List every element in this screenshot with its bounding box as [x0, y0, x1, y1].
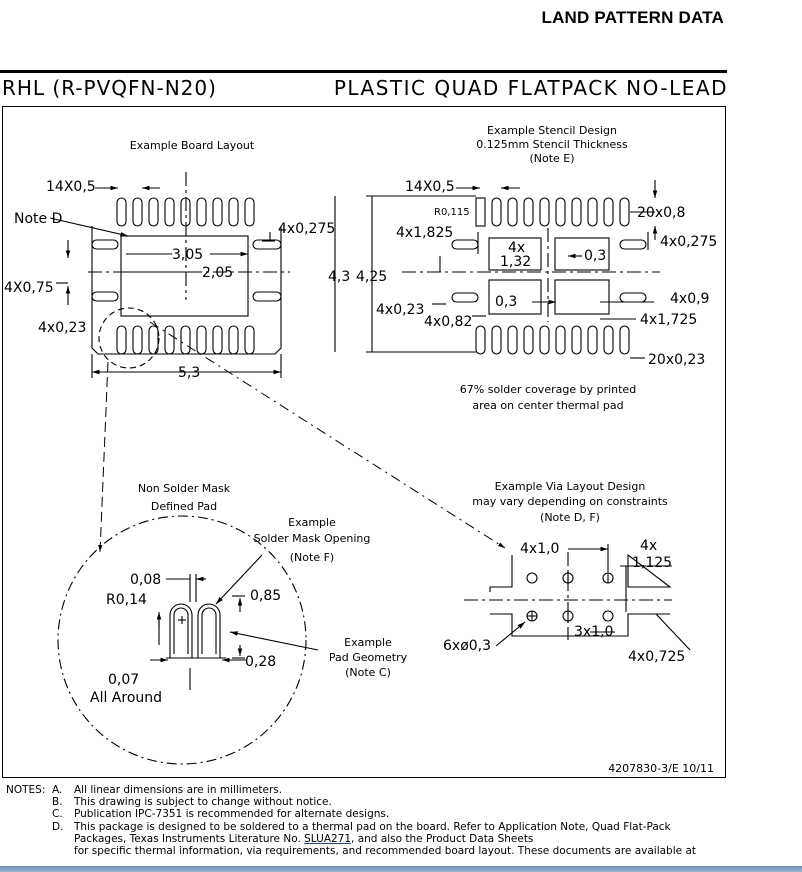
stencil-dim-pitch: 14X0,5 [405, 179, 455, 195]
via-pitch-y: 3x1,0 [574, 624, 613, 640]
via-title-line1: Example Via Layout Design [495, 480, 646, 493]
nsmd-pad-w: 0,28 [245, 654, 276, 670]
board-note-d: Note D [14, 211, 62, 227]
stencil-dim-blk1-b: 1,32 [500, 254, 531, 270]
stencil-dim-side-w: 4x0,275 [660, 234, 717, 250]
stencil-dim-blk-w: 4x0,9 [670, 291, 709, 307]
nsmd-mask-line3: (Note F) [290, 551, 334, 564]
via-pitch-x: 4x1,0 [520, 541, 559, 557]
notes-block: NOTES: A. All linear dimensions are in m… [6, 784, 696, 857]
note-row-c: C. Publication IPC-7351 is recommended f… [6, 808, 696, 820]
board-dim-pad-w: 4X0,75 [4, 280, 54, 296]
nsmd-mask-line1: Example [288, 516, 336, 529]
nsmd-geom-line2: Pad Geometry [329, 651, 408, 664]
stencil-dim-gap-b: 0,3 [495, 294, 517, 310]
nsmd-len: 0,85 [250, 588, 281, 604]
note-text: This drawing is subject to change withou… [74, 796, 332, 809]
nsmd-mask-line2: Solder Mask Opening [254, 532, 371, 545]
via-title-line2: may vary depending on constraints [472, 495, 668, 508]
stencil-title: Example Stencil Design [487, 124, 617, 137]
board-dim-pitch: 14X0,5 [46, 179, 96, 195]
note-d-line2-post: , and also the Product Data Sheets [351, 832, 534, 845]
note-row-a: NOTES: A. All linear dimensions are in m… [6, 784, 696, 796]
stencil-dim-side-b: 4x0,23 [376, 302, 424, 318]
via-layout: Example Via Layout Design may vary depen… [443, 480, 691, 665]
nsmd-gap: 0,08 [130, 572, 161, 588]
stencil-dim-radius: R0,115 [434, 207, 470, 218]
note-row-b: B. This drawing is subject to change wit… [6, 796, 696, 808]
stencil-dim-height: 4,25 [356, 269, 387, 285]
board-layout: Example Board Layout [4, 139, 350, 381]
note-letter: A. [52, 784, 63, 796]
stencil-dim-side-d: 4x1,725 [640, 312, 697, 328]
board-dim-inner: 3,05 [172, 247, 203, 263]
stencil-dim-side-h: 4x1,825 [396, 225, 453, 241]
title-rule [0, 70, 727, 73]
drawing-frame [2, 106, 726, 778]
nsmd-radius: R0,14 [106, 592, 147, 608]
stencil-note: (Note E) [529, 152, 574, 165]
detail-leader-right [149, 321, 506, 549]
stencil-bottom-pads [475, 325, 630, 355]
board-dim-side: 4x0,275 [278, 221, 335, 237]
drawing-id: 4207830-3/E 10/11 [608, 762, 714, 775]
stencil-dim-pad-h: 20x0,8 [637, 205, 685, 221]
via-blk-a: 4x [640, 538, 657, 554]
note-letter: B. [52, 796, 63, 809]
nsmd-geom-line1: Example [344, 636, 392, 649]
via-vias: 6xø0,3 [443, 638, 491, 654]
detail-leader-left [98, 361, 109, 553]
stencil-coverage-line2: area on center thermal pad [472, 399, 623, 412]
nsmd-geom-line3: (Note C) [345, 666, 391, 679]
note-d-line3: for specific thermal information, via re… [74, 845, 696, 858]
via-title-line3: (Note D, F) [540, 511, 600, 524]
note-row-d3: for specific thermal information, via re… [6, 845, 696, 857]
notes-label: NOTES: [6, 784, 46, 796]
literature-link-slua271[interactable]: SLUA271 [304, 832, 352, 845]
nsmd-title-line1: Non Solder Mask [138, 482, 231, 495]
via-blk-b: 1,125 [632, 555, 672, 571]
note-row-d2: Packages, Texas Instruments Literature N… [6, 833, 696, 845]
page-header-title: LAND PATTERN DATA [541, 8, 724, 27]
nsmd-title-line2: Defined Pad [151, 500, 217, 513]
note-text: All linear dimensions are in millimeters… [74, 784, 283, 796]
note-text: Publication IPC-7351 is recommended for … [74, 808, 390, 821]
package-code: RHL (R-PVQFN-N20) [2, 76, 217, 100]
board-bottom-pads [116, 325, 255, 355]
stencil-dim-gap-a: 0,3 [584, 248, 606, 264]
note-letter: D. [52, 820, 64, 833]
board-dim-pad-side: 4x0,23 [38, 320, 86, 336]
note-letter: C. [52, 808, 63, 821]
board-dim-width: 5,3 [178, 365, 200, 381]
stencil-thickness: 0.125mm Stencil Thickness [476, 138, 628, 151]
note-d-line2-pre: Packages, Texas Instruments Literature N… [74, 832, 301, 845]
note-text: This package is designed to be soldered … [74, 820, 671, 833]
package-type: PLASTIC QUAD FLATPACK NO-LEAD [333, 76, 728, 100]
window-bottom-bar [0, 866, 802, 872]
stencil-design: Example Stencil Design 0.125mm Stencil T… [356, 124, 717, 412]
stencil-dim-pad-w: 20x0,23 [648, 352, 705, 368]
nsmd-clear: 0,07 [108, 672, 139, 688]
note-row-d: D. This package is designed to be solder… [6, 821, 696, 833]
stencil-coverage-line1: 67% solder coverage by printed [460, 383, 636, 396]
board-layout-title: Example Board Layout [130, 139, 255, 152]
nsmd-detail: Non Solder Mask Defined Pad Example Sold… [57, 482, 408, 765]
stencil-dim-blk1-a: 4x [508, 240, 525, 256]
via-side: 4x0,725 [628, 649, 685, 665]
board-top-pads [116, 197, 255, 227]
stencil-top-pads [475, 197, 630, 227]
stencil-dim-side-c: 4x0,82 [424, 314, 472, 330]
board-dim-mid: 2,05 [202, 265, 233, 281]
board-dim-height: 4,3 [328, 269, 350, 285]
nsmd-all-around: All Around [90, 690, 162, 706]
